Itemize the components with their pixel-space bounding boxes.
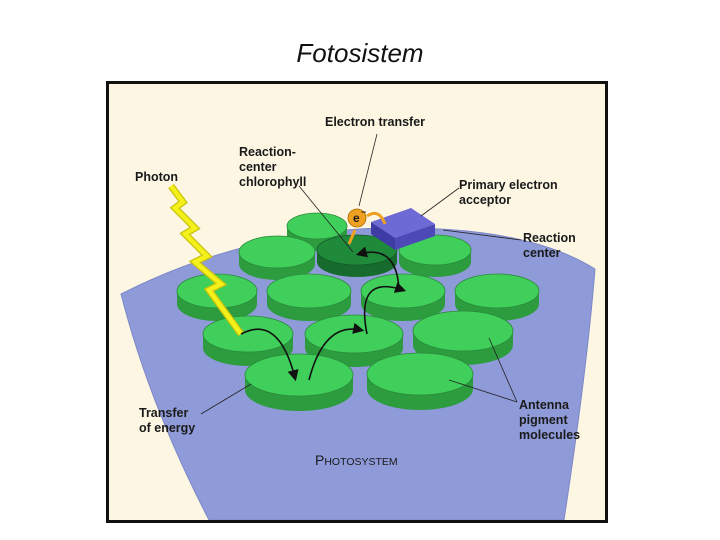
label-reaction-center-chlorophyll: Reaction- center chlorophyll (239, 145, 306, 189)
svg-text:of energy: of energy (139, 421, 195, 435)
svg-text:center: center (239, 160, 277, 174)
label-primary-electron-acceptor: Primary electron acceptor (459, 178, 558, 207)
svg-text:chlorophyll: chlorophyll (239, 175, 306, 189)
svg-text:Transfer: Transfer (139, 406, 188, 420)
svg-text:Reaction: Reaction (523, 231, 576, 245)
slide-title: Fotosistem (0, 38, 720, 69)
pigment-disc (239, 236, 315, 280)
pigment-disc (367, 353, 473, 410)
svg-text:e: e (353, 211, 360, 225)
svg-text:acceptor: acceptor (459, 193, 511, 207)
label-photon: Photon (135, 170, 178, 184)
svg-text:molecules: molecules (519, 428, 580, 442)
svg-text:Reaction-: Reaction- (239, 145, 296, 159)
svg-text:center: center (523, 246, 561, 260)
label-electron-transfer: Electron transfer (325, 115, 425, 129)
photosystem-diagram: e − Electron transfer Reaction- center c… (109, 84, 605, 520)
photosystem-figure: e − Electron transfer Reaction- center c… (106, 81, 608, 523)
electron-icon: e − (348, 207, 366, 227)
pigment-disc (267, 274, 351, 321)
svg-text:pigment: pigment (519, 413, 568, 427)
label-transfer-of-energy: Transfer of energy (139, 406, 195, 435)
svg-text:−: − (361, 207, 366, 217)
svg-text:Primary electron: Primary electron (459, 178, 558, 192)
pigment-disc (361, 274, 445, 321)
pigment-disc (245, 354, 353, 411)
svg-text:Antenna: Antenna (519, 398, 570, 412)
